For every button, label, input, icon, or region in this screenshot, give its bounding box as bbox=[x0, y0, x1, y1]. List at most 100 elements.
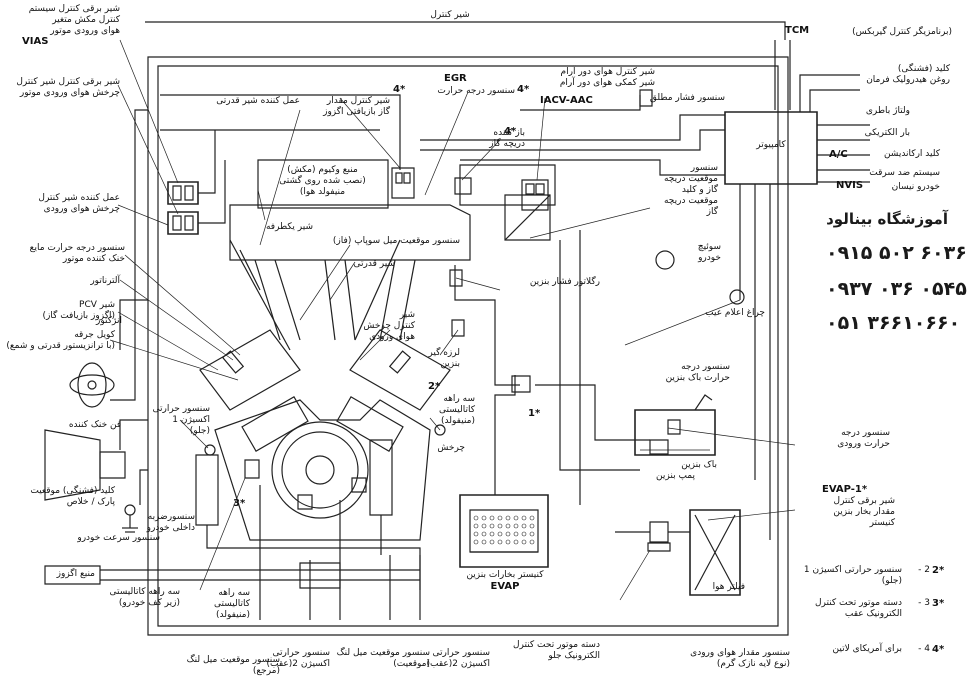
coil-ignition-label: کویل جرقه (با ترانزیستور قدرتی و شمع) bbox=[6, 330, 115, 351]
intake-plenum bbox=[230, 205, 470, 260]
ecu-box bbox=[725, 112, 817, 184]
egr-temp-star-label: 4* bbox=[517, 84, 530, 95]
legend-3-text: برای آمریکای لاتین bbox=[832, 644, 903, 654]
legend-1-star: 2* bbox=[932, 565, 945, 576]
vacuum-tank-box bbox=[258, 160, 388, 208]
legend-3-star: 4* bbox=[932, 644, 945, 655]
transmission bbox=[45, 430, 100, 500]
fuel-tank bbox=[635, 410, 715, 455]
fuel-pressure-sensor-label: لرزه گیر بنزین bbox=[428, 348, 460, 369]
crankshaft bbox=[272, 422, 368, 518]
tcm-label: TCM bbox=[785, 25, 810, 36]
iacv-label: شیر کنترل هوای دور آرام شیر کمکی هوای دو… bbox=[559, 67, 655, 88]
throttle-body bbox=[505, 195, 550, 240]
crank-sensor-ref-label: سنسور موقعیت میل لنگ (مرجع) bbox=[186, 655, 280, 676]
vias-solenoid-label: شیر برقی کنترل سیستم کنترل مکش متغیر هوا… bbox=[28, 4, 120, 36]
evap-canister bbox=[460, 495, 548, 567]
intake-runner-solenoid-label: شیر برقی کنترل شیر کنترل چرخش هوای ورودی… bbox=[16, 77, 120, 98]
check-valve-label: شیر یکطرفه bbox=[265, 222, 313, 232]
injector-label: انژکتور bbox=[96, 316, 122, 326]
throttle-opener-label: باز کننده دریچه گاز bbox=[489, 128, 525, 149]
egr-valve-label: شیر کنترل مقدار گاز بازیافتی اگزوز bbox=[323, 96, 390, 117]
intake-temp-label: سنسور درجه حرارت ورودی bbox=[837, 428, 890, 449]
ac-label: A/C bbox=[829, 149, 848, 160]
coolant-temp-sensor-label: سنسور درجه حرارت مایع خنک کننده موتور bbox=[29, 243, 125, 264]
ignition-switch-label: سوئیچ خودرو bbox=[697, 242, 721, 263]
egr-temp-label: سنسور درجه حرارت bbox=[437, 86, 515, 96]
ecu-in-ac-label: کلید ارکاندیشن bbox=[883, 149, 940, 159]
school-phone-1: ۰۹۱۵ ۵۰۲ ۶۰۳۶ bbox=[826, 242, 967, 264]
air-filter bbox=[690, 510, 740, 595]
school-phone-2: ۰۹۳۷ ۰۳۶ ۰۵۴۵ bbox=[826, 278, 967, 300]
harness-frame-inner bbox=[158, 66, 778, 626]
iacv-valve bbox=[522, 180, 548, 210]
abs-pressure-label: سنسور فشار مطلق bbox=[649, 93, 725, 103]
crank-sensor-pos-label: سنسور موقعیت میل لنگ (موقعیت) bbox=[336, 648, 430, 669]
fuel-pump-label: پمپ بنزین bbox=[656, 471, 695, 481]
camshaft-sensor-label: سنسور موقعیت میل سوپاپ (فاز) bbox=[332, 236, 460, 246]
intake-swirl-valve-label: شیر کنترل چرخش هوای ورودی bbox=[363, 310, 415, 342]
computer-label: کامپیوتر bbox=[756, 140, 786, 150]
control-wire-top bbox=[145, 22, 785, 40]
evap-label: EVAP bbox=[490, 581, 520, 592]
o2-rear-label: سنسور حرارتی اکسیژن 2(عقب) bbox=[266, 648, 331, 669]
egr-valve bbox=[392, 168, 414, 198]
evap-canister-label: کنیستر بخارات بنزین bbox=[466, 570, 544, 580]
o2-rear2-label: سنسور حرارتی اکسیژن 2(عقب) bbox=[426, 648, 491, 669]
harness-frame bbox=[148, 57, 788, 635]
fuel-regulator-label: رگلاتور فشار بنزین bbox=[529, 277, 600, 287]
vss-label: سنسور سرعت خودرو bbox=[77, 533, 160, 543]
school-phone-3: ۰۵۱ ۳۶۶۱۰۶۶۰ bbox=[826, 312, 961, 334]
twc-under-label: سه راهه کاتالیستی (زیر کف خودرو) bbox=[109, 587, 180, 608]
star1-label: 1* bbox=[528, 408, 541, 419]
egr-valve-star-label: 4* bbox=[393, 84, 406, 95]
nvis-sub-label: خودرو نیسان bbox=[891, 182, 940, 192]
control-wire-label: شیر کنترل bbox=[430, 10, 470, 20]
engine-mount-label: دسته موتور تحت کنترل الکترونیک جلو bbox=[512, 640, 600, 661]
legend-3-mark: 4 - bbox=[918, 644, 930, 654]
vias-label: VIAS bbox=[22, 36, 49, 47]
evap-valve-label: شیر برقی کنترل مقدار بخار بنزین کنیستر bbox=[833, 496, 895, 528]
ecu-in-load-label: بار الکتریکی bbox=[864, 128, 910, 138]
school-name: آموزشگاه بینالود bbox=[826, 210, 948, 228]
evap-1-label: EVAP-1* bbox=[822, 484, 868, 495]
iacv-aac-label: IACV-AAC bbox=[540, 95, 593, 106]
legend-1-text: سنسور حرارتی اکسیژن 1 (جلو) bbox=[803, 565, 902, 586]
knock-sensor-label: سنسورضربه داخلی خودرو bbox=[146, 512, 195, 533]
legend-2-star: 3* bbox=[932, 598, 945, 609]
fuel-tank-temp-label: سنسور درجه حرارت باک بنزین bbox=[665, 362, 730, 383]
ignition-switch bbox=[656, 251, 674, 269]
ecu-in-battery-label: ولتاژ باطری bbox=[865, 106, 910, 116]
legend-2-mark: 3 - bbox=[918, 598, 930, 608]
ecu-in-fluid-label: کلید (فشنگی) روغن هیدرولیک فرمان bbox=[866, 64, 950, 85]
swirl-star-label: 2* bbox=[428, 381, 441, 392]
crank-label: چرخش bbox=[437, 443, 465, 453]
power-valve-label: شیر قدرتی bbox=[353, 259, 395, 269]
under-catalyst bbox=[300, 563, 340, 588]
egr-label: EGR bbox=[444, 73, 467, 84]
pcv-valve-label: شیر PCV (اگزوز بازیافت گاز) bbox=[42, 300, 115, 321]
alternator-label: آلترناتور bbox=[90, 276, 120, 286]
exhaust-label: منبع اگزوز bbox=[56, 569, 95, 579]
ecu-in-vss-label: سیستم ضد سرقت bbox=[869, 168, 940, 178]
tps-label: سنسور موقعیت دریچه گاز و کلید موقعیت دری… bbox=[663, 163, 718, 217]
star3-label: 3* bbox=[233, 498, 246, 509]
park-switch-label: کلید (فشنگی) موقعیت پارک / خلاص bbox=[30, 486, 115, 507]
cooling-fan bbox=[70, 363, 114, 407]
o2-front-label: سنسور حرارتی اکسیژن 1 (جلو) bbox=[152, 404, 210, 436]
legend-2-text: دسته موتور تحت کنترل الکترونیک عقب bbox=[814, 598, 902, 619]
power-valve-actuator-label: عمل کننده شیر قدرتی bbox=[216, 96, 300, 106]
engine-block bbox=[215, 400, 430, 540]
tcm-sub-label: (برنامزیگر کنترل گیربکس) bbox=[852, 27, 952, 37]
nvis-label: NVIS bbox=[836, 180, 864, 191]
intake-swirl-actuator-label: عمل کننده شیر کنترل چرخش هوای ورودی bbox=[38, 193, 120, 214]
catalyst-left bbox=[196, 455, 218, 525]
legend-1-mark: 2 - bbox=[918, 565, 930, 575]
twc-manifold-r-label: سه راهه کاتالیستی (منیفولد) bbox=[439, 394, 475, 426]
throttle-opener-star-label: 4* bbox=[504, 126, 517, 137]
cooling-fan-label: فن خنک کننده bbox=[68, 420, 122, 430]
maf-label: سنسور مقدار هوای ورودی (نوع لایه نازک گر… bbox=[690, 648, 790, 669]
exhaust-pipe bbox=[45, 566, 100, 584]
twc-manifold-l-label: سه راهه کاتالیستی (منیفولد) bbox=[214, 588, 250, 620]
